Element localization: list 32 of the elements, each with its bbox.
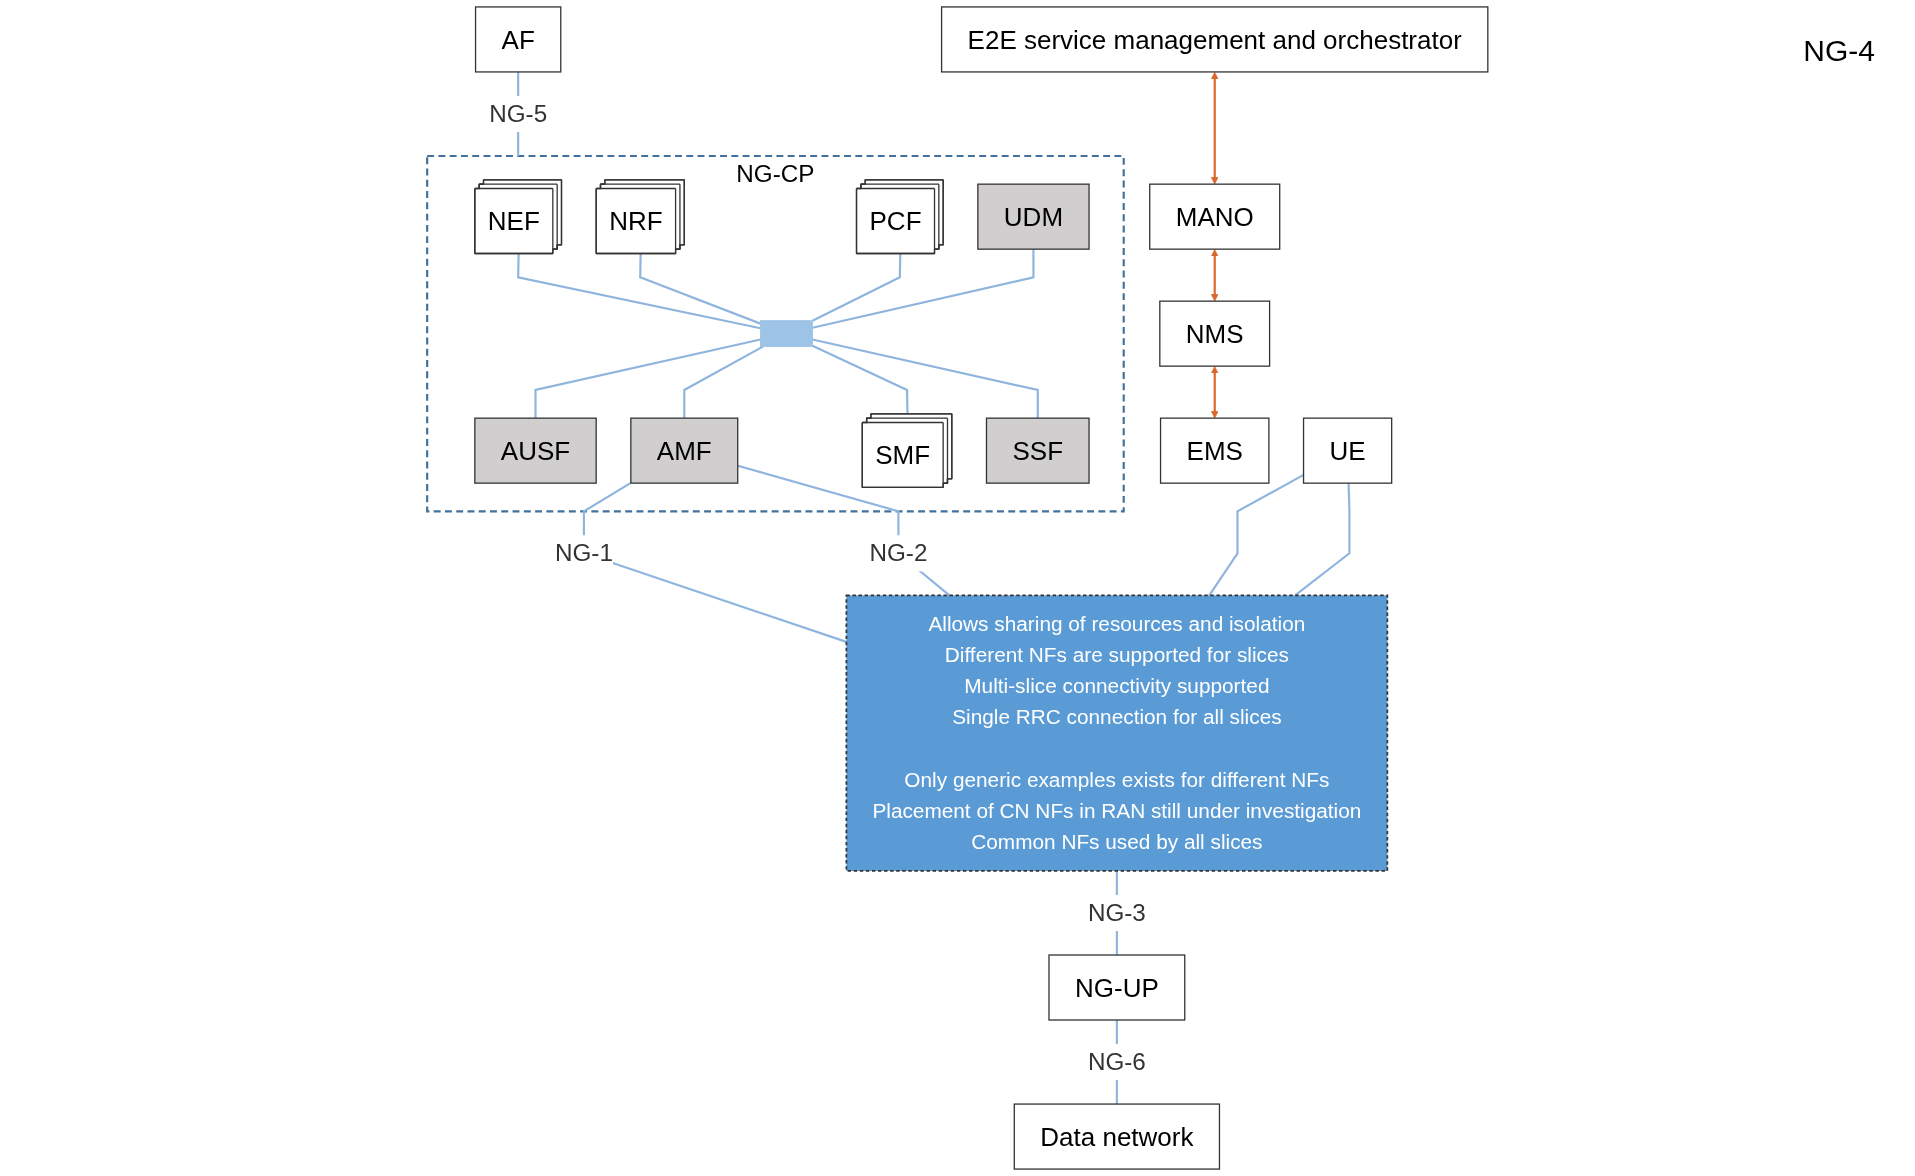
edge-label: NG-6 — [1087, 1048, 1146, 1076]
connector — [812, 253, 902, 322]
connector — [683, 345, 764, 419]
arrow — [1210, 249, 1219, 302]
arrow — [1210, 71, 1219, 185]
edge-label: NG-3 — [1087, 899, 1146, 926]
connector — [534, 338, 761, 419]
interface-label: NG-4 — [1803, 34, 1875, 68]
edge-label: NG-5 — [489, 100, 548, 127]
connector — [1294, 483, 1351, 597]
node-box: NMS — [1159, 300, 1271, 367]
node-box: SSF — [985, 417, 1090, 484]
node-box: E2E service management and orchestrator — [940, 6, 1489, 73]
node-box: UE — [1302, 417, 1393, 484]
node-box: AF — [474, 6, 562, 73]
node-box: AUSF — [474, 417, 597, 484]
node-bar — [760, 320, 813, 348]
node-box: Data network — [1013, 1103, 1221, 1170]
node-box: MANO — [1149, 183, 1281, 250]
connector — [639, 253, 761, 325]
edge-label: NG-2 — [869, 539, 928, 567]
node-box: Allows sharing of resources and isolation Different NFs are supported for slices Multi-slice connectivity supported Single RRC connection for all slices Only generic examples exists for different NFs Placement of CN NFs in RAN still under investigation Common NFs used by all slices — [845, 594, 1389, 872]
arrow — [1210, 366, 1219, 419]
node-box: NG-UP — [1048, 954, 1186, 1021]
connector — [812, 338, 1039, 419]
node-box: UDM — [977, 183, 1090, 250]
connector — [737, 464, 951, 597]
node-box: AMF — [630, 417, 739, 484]
edge-label: NG-1 — [554, 539, 613, 567]
node-box: EMS — [1159, 417, 1270, 484]
connector — [812, 249, 1035, 329]
connector — [517, 253, 761, 330]
